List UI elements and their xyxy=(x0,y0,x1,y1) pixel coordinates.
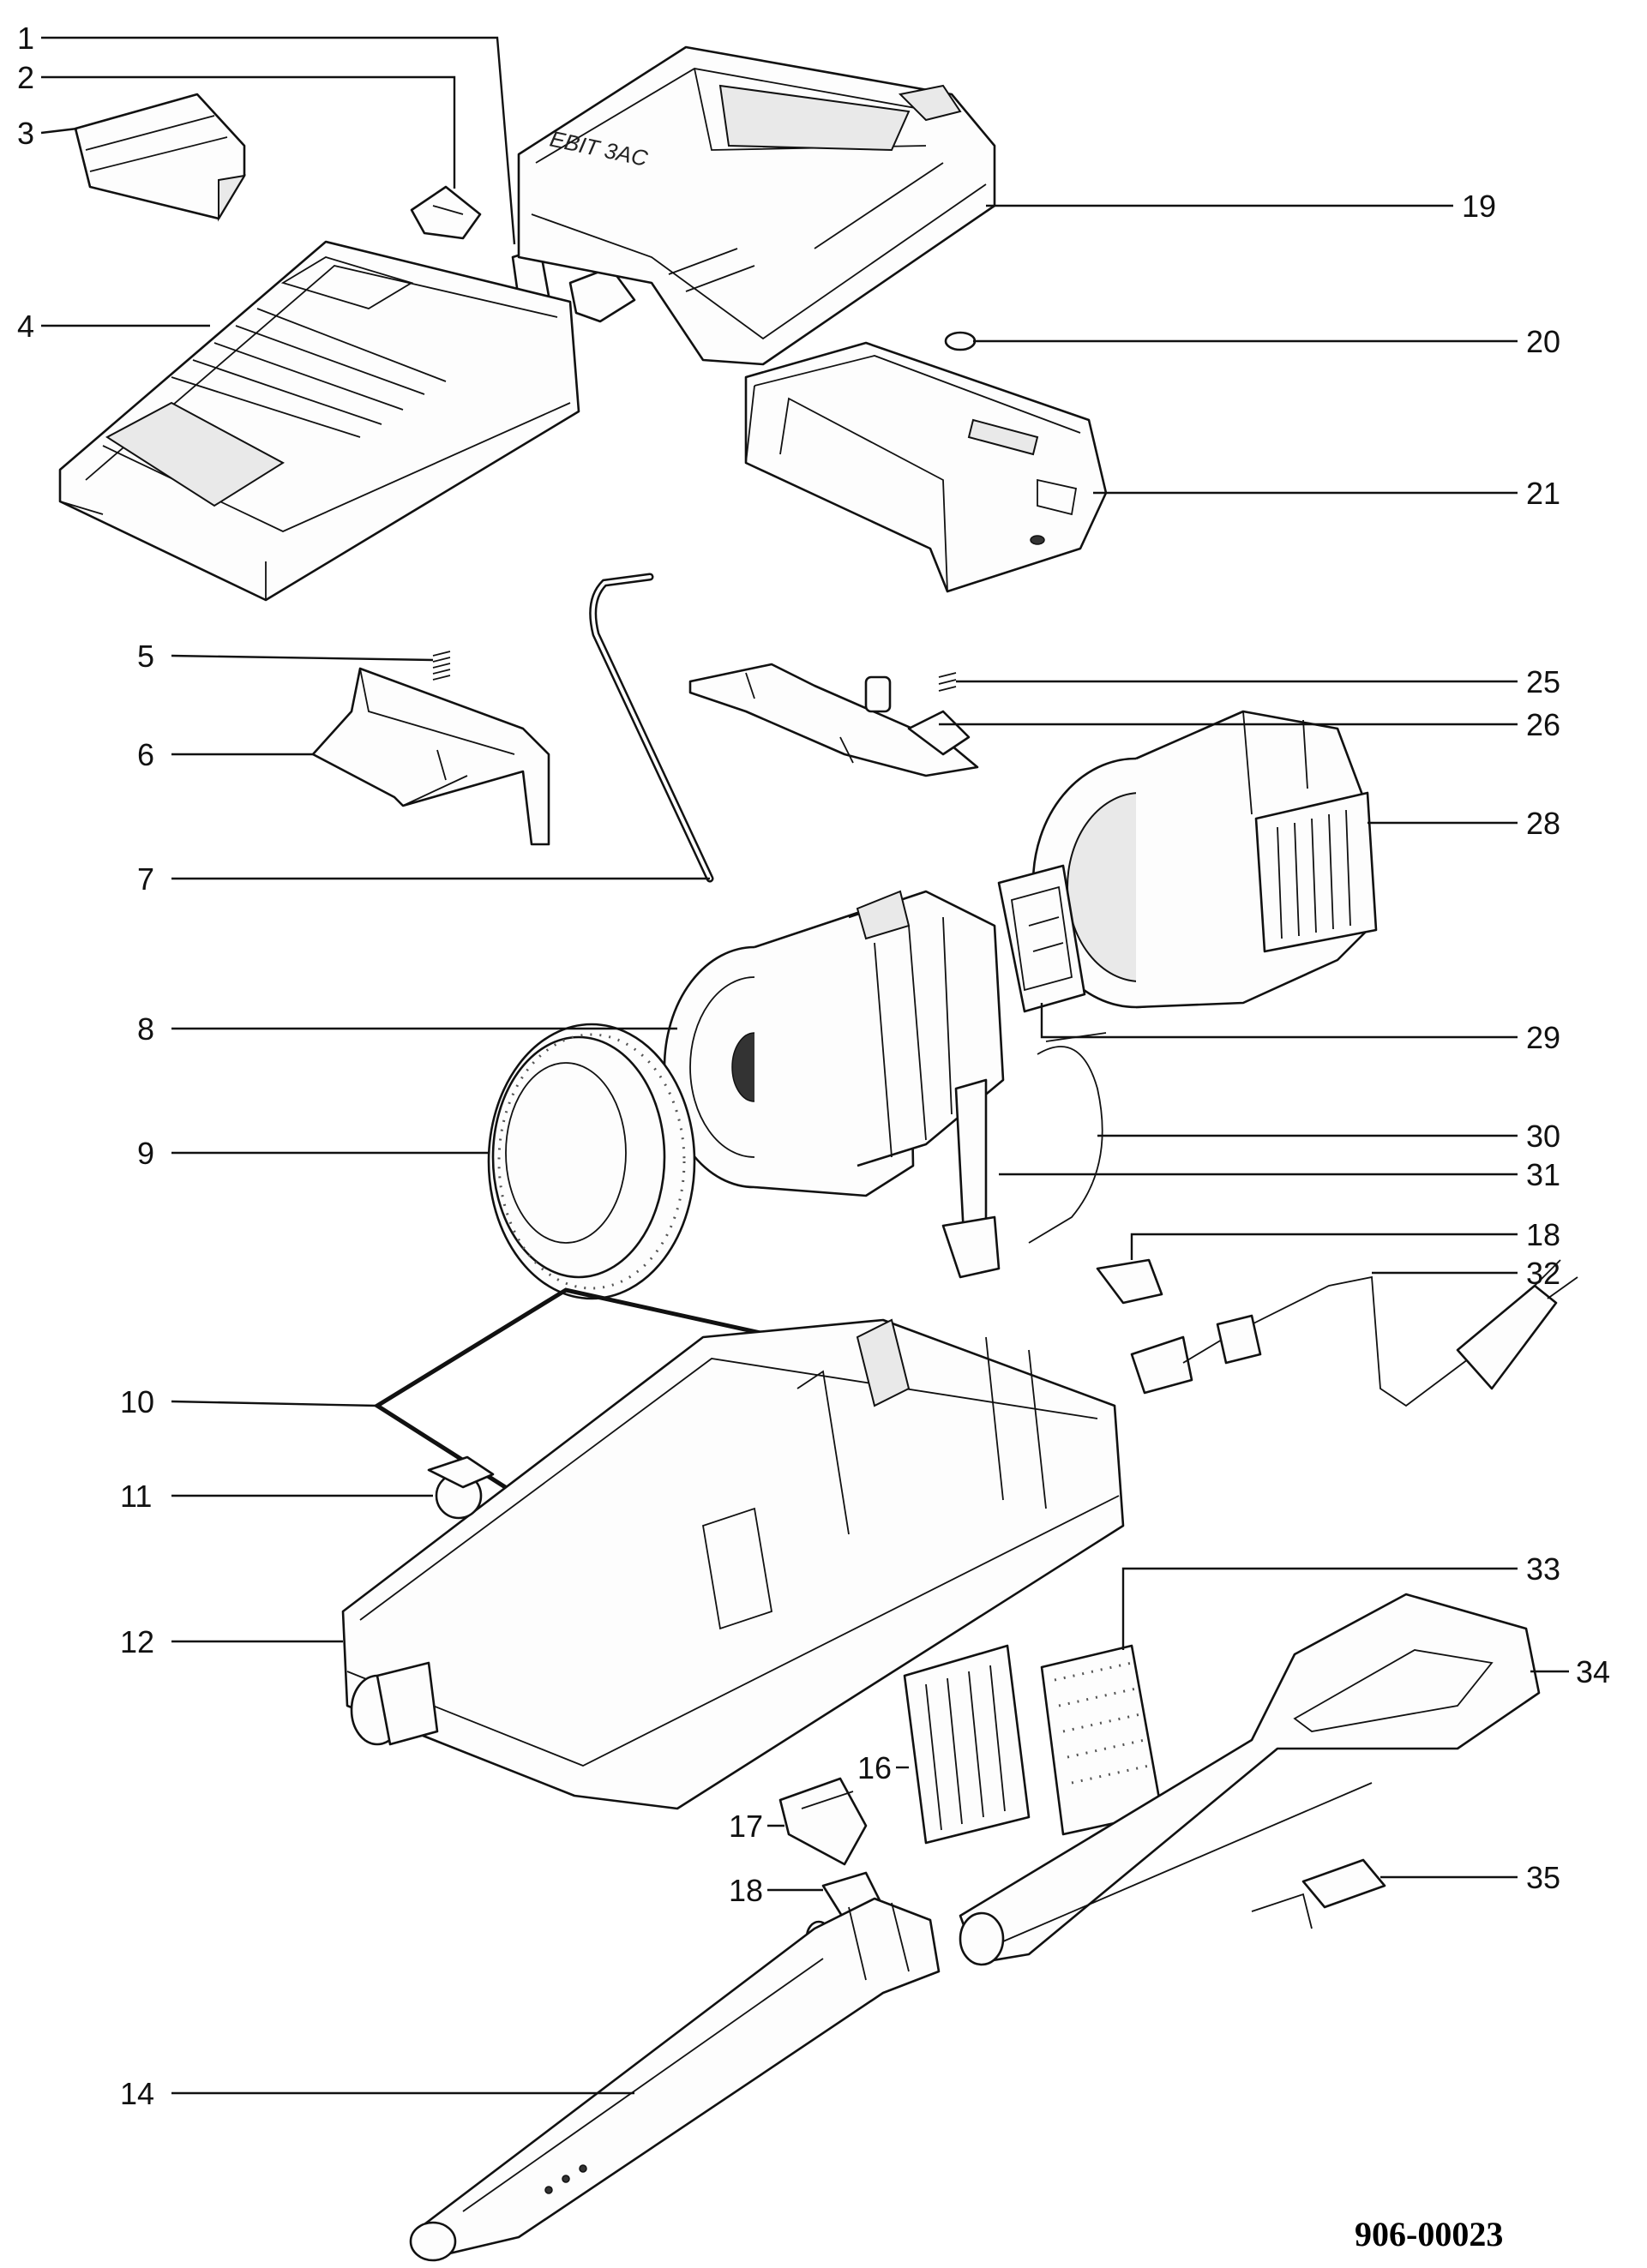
callout-19: 19 xyxy=(1462,189,1496,224)
callout-2: 2 xyxy=(17,60,34,95)
part-filter-block xyxy=(997,864,1086,1013)
callout-8: 8 xyxy=(137,1011,154,1047)
diagram-code: 906-00023 xyxy=(1355,2215,1503,2253)
callout-5: 5 xyxy=(137,639,154,674)
part-motor-housing xyxy=(1031,710,1378,1009)
part-spring xyxy=(432,651,451,681)
part-bag-holder-frame xyxy=(744,341,1108,593)
callout-33: 33 xyxy=(1526,1551,1560,1587)
part-upper-housing: EBIT 3AC xyxy=(517,45,996,366)
part-wheel xyxy=(427,1455,495,1520)
callout-9: 9 xyxy=(137,1136,154,1171)
callout-10: 10 xyxy=(120,1384,154,1419)
callout-20: 20 xyxy=(1526,324,1560,359)
callout-21: 21 xyxy=(1526,476,1560,511)
callout-1: 1 xyxy=(17,21,34,56)
part-motor-gasket xyxy=(487,1023,696,1300)
callout-11: 11 xyxy=(120,1479,152,1514)
part-motor xyxy=(663,890,1005,1197)
callout-numbers: 1 2 3 4 5 6 7 8 9 10 11 12 14 16 17 18 1… xyxy=(17,21,1610,2111)
part-carrying-handle xyxy=(959,1593,1541,1966)
callout-17: 17 xyxy=(729,1809,763,1844)
callout-34: 34 xyxy=(1576,1654,1610,1689)
part-switch-assembly xyxy=(688,663,979,777)
callout-30: 30 xyxy=(1526,1119,1560,1154)
part-wire-rod xyxy=(589,573,714,883)
callout-12: 12 xyxy=(120,1624,154,1659)
callout-31: 31 xyxy=(1526,1157,1560,1192)
callout-14: 14 xyxy=(120,2076,154,2111)
callout-18-upper: 18 xyxy=(1526,1217,1560,1252)
part-handle-cover xyxy=(74,93,246,222)
part-wire-harness xyxy=(941,1032,1107,1279)
callout-16: 16 xyxy=(857,1750,892,1785)
part-latch xyxy=(1251,1858,1386,1929)
part-latch-frame xyxy=(311,667,550,846)
callout-18-lower: 18 xyxy=(729,1873,763,1908)
callout-7: 7 xyxy=(137,861,154,897)
part-clip-upper xyxy=(410,185,482,240)
part-nub xyxy=(944,331,977,351)
callout-6: 6 xyxy=(137,737,154,772)
callout-28: 28 xyxy=(1526,806,1560,841)
part-top-cover xyxy=(58,240,580,602)
part-cap xyxy=(778,1777,868,1866)
callout-4: 4 xyxy=(17,309,34,344)
leader-lines xyxy=(40,36,1569,2095)
callout-29: 29 xyxy=(1526,1020,1560,1055)
callout-32: 32 xyxy=(1526,1256,1560,1291)
callout-35: 35 xyxy=(1526,1860,1560,1895)
part-suction-tube xyxy=(409,1897,941,2262)
callout-26: 26 xyxy=(1526,707,1560,742)
callout-3: 3 xyxy=(17,116,34,151)
part-clip-18-upper xyxy=(1096,1258,1163,1305)
callout-25: 25 xyxy=(1526,664,1560,699)
part-power-cord xyxy=(1130,1259,1578,1407)
part-filter-grille xyxy=(903,1644,1031,1845)
part-base-housing xyxy=(341,1318,1125,1810)
